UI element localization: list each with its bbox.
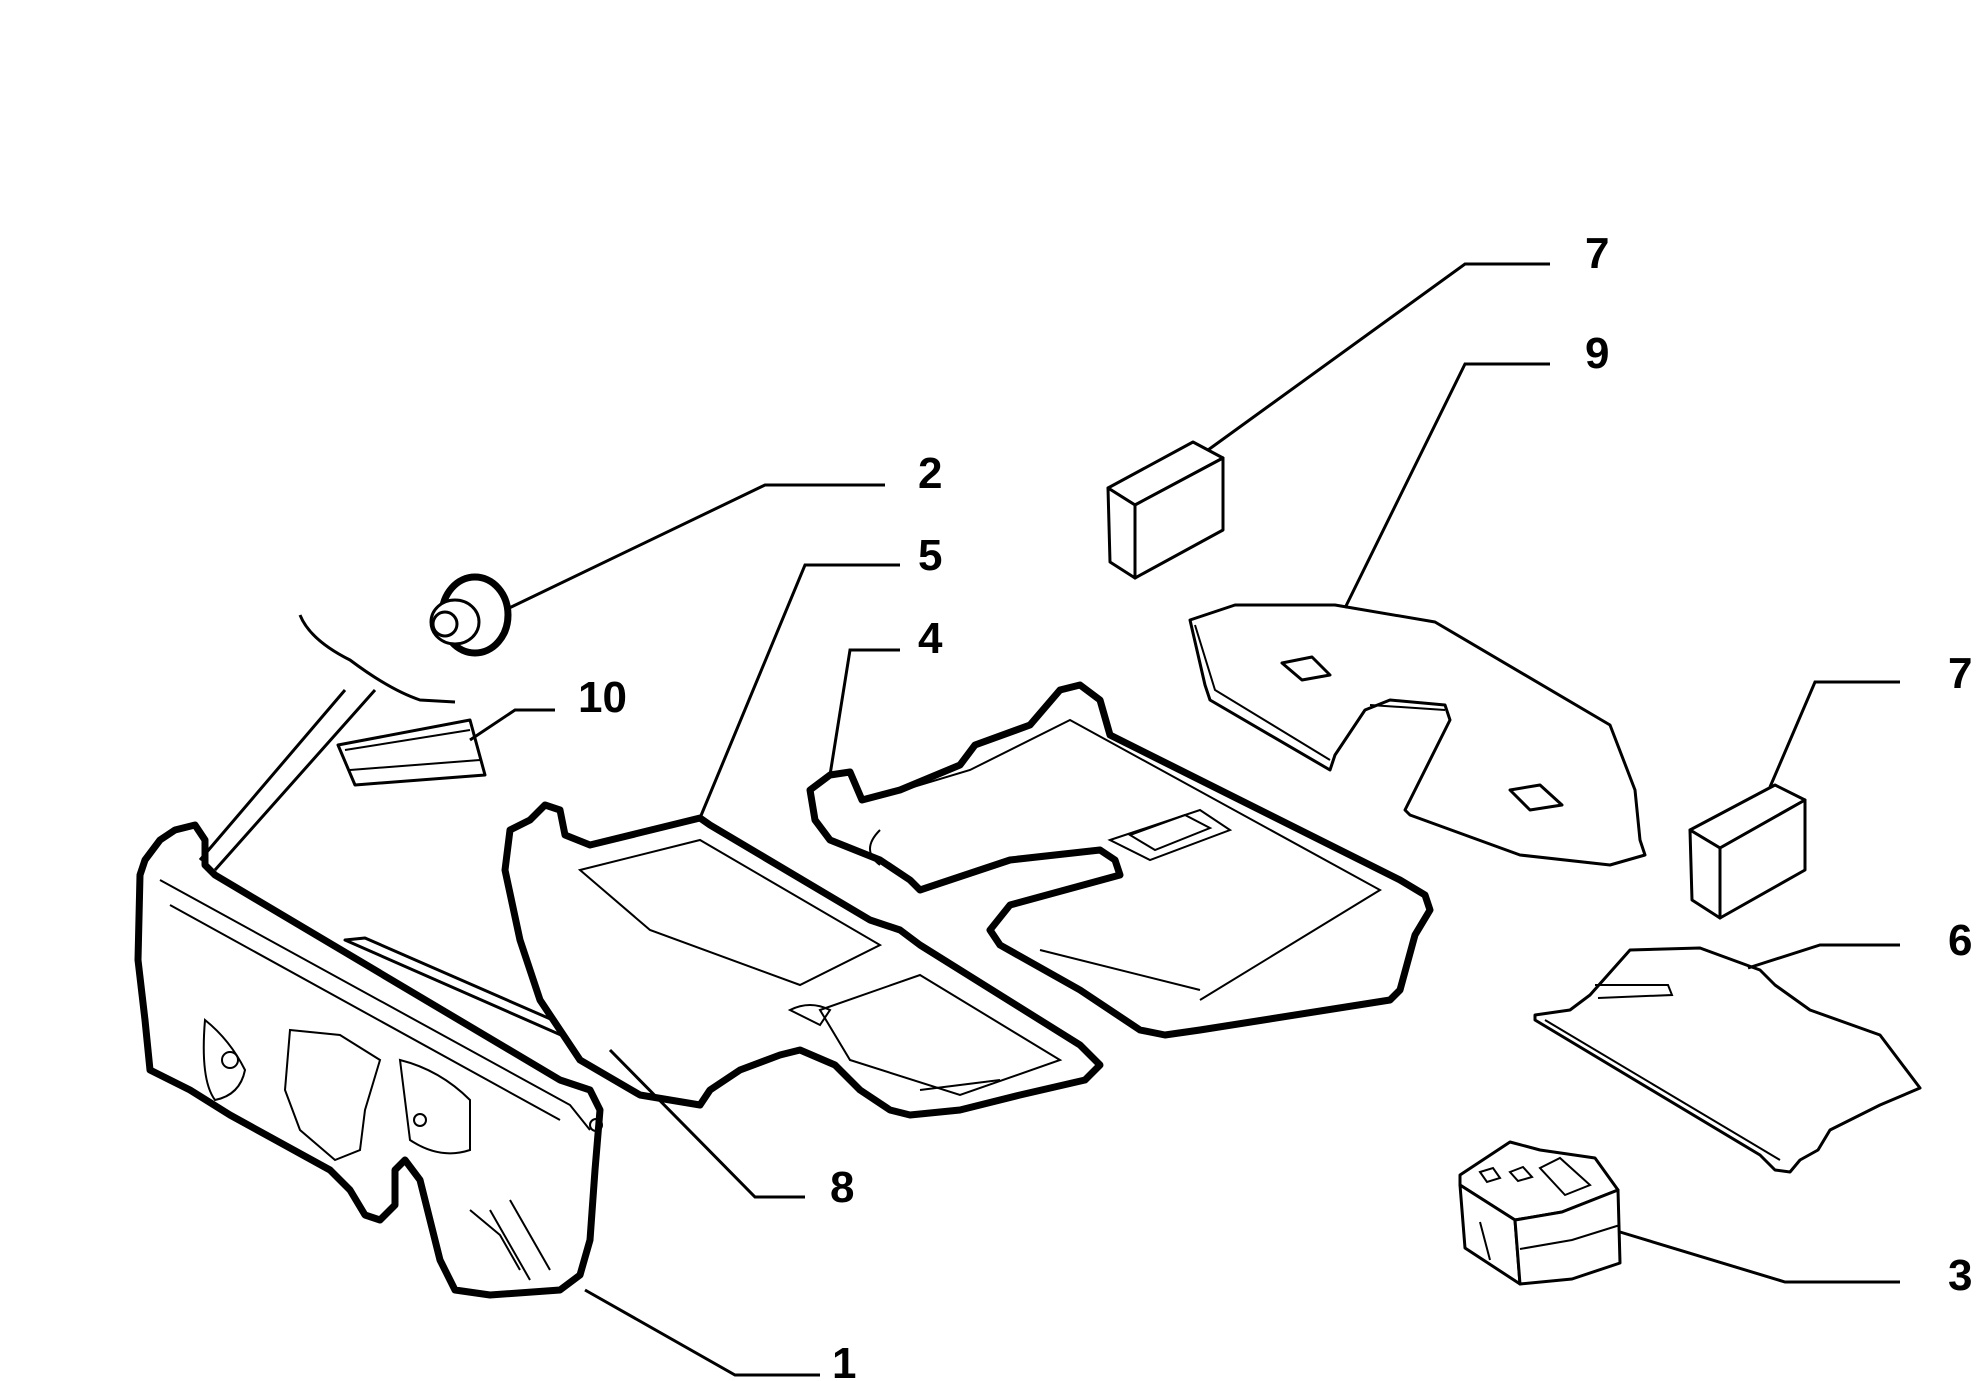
callout-7-lower: 7 — [1948, 649, 1972, 698]
leader-8 — [608, 1048, 805, 1199]
part-1-bulkhead-insulation — [134, 821, 604, 1299]
leader-2 — [504, 483, 885, 612]
leader-7-lower — [1768, 680, 1900, 788]
part-6-trunk-floor-mat — [1533, 946, 1922, 1174]
callout-1: 1 — [832, 1339, 856, 1381]
part-7-foam-pad-upper — [1106, 440, 1225, 580]
callout-5: 5 — [918, 531, 942, 580]
callout-8: 8 — [830, 1163, 854, 1212]
callout-labels: 1 2 3 4 5 6 7 7 8 9 10 — [578, 229, 1972, 1381]
leader-5 — [698, 563, 900, 819]
part-1-edge-arc — [298, 614, 456, 704]
part-3-foam-block — [1458, 1140, 1622, 1286]
leader-1 — [584, 1288, 820, 1377]
callout-3: 3 — [1948, 1251, 1972, 1300]
callout-10: 10 — [578, 673, 627, 722]
callout-6: 6 — [1948, 916, 1972, 965]
callout-2: 2 — [918, 449, 942, 498]
callout-4: 4 — [918, 614, 943, 663]
leader-4 — [828, 648, 900, 776]
part-5-floor-insulation — [501, 801, 1104, 1119]
part-9-rear-shelf-panel — [1188, 603, 1647, 867]
callout-9: 9 — [1585, 329, 1609, 378]
leader-3 — [1619, 1230, 1900, 1284]
part-10-insulation-pad — [336, 718, 487, 787]
part-7-foam-pad-lower — [1688, 783, 1807, 920]
leader-7-upper — [1207, 262, 1550, 452]
part-4-floor-carpet — [806, 681, 1434, 1039]
leader-lines — [198, 262, 1900, 1377]
leader-10 — [469, 708, 555, 742]
part-2-plug-fastener — [429, 573, 512, 657]
leader-9 — [1343, 362, 1550, 609]
leader-6 — [1747, 943, 1900, 970]
leader-1-upper — [198, 689, 377, 871]
callout-7-upper: 7 — [1585, 229, 1609, 278]
